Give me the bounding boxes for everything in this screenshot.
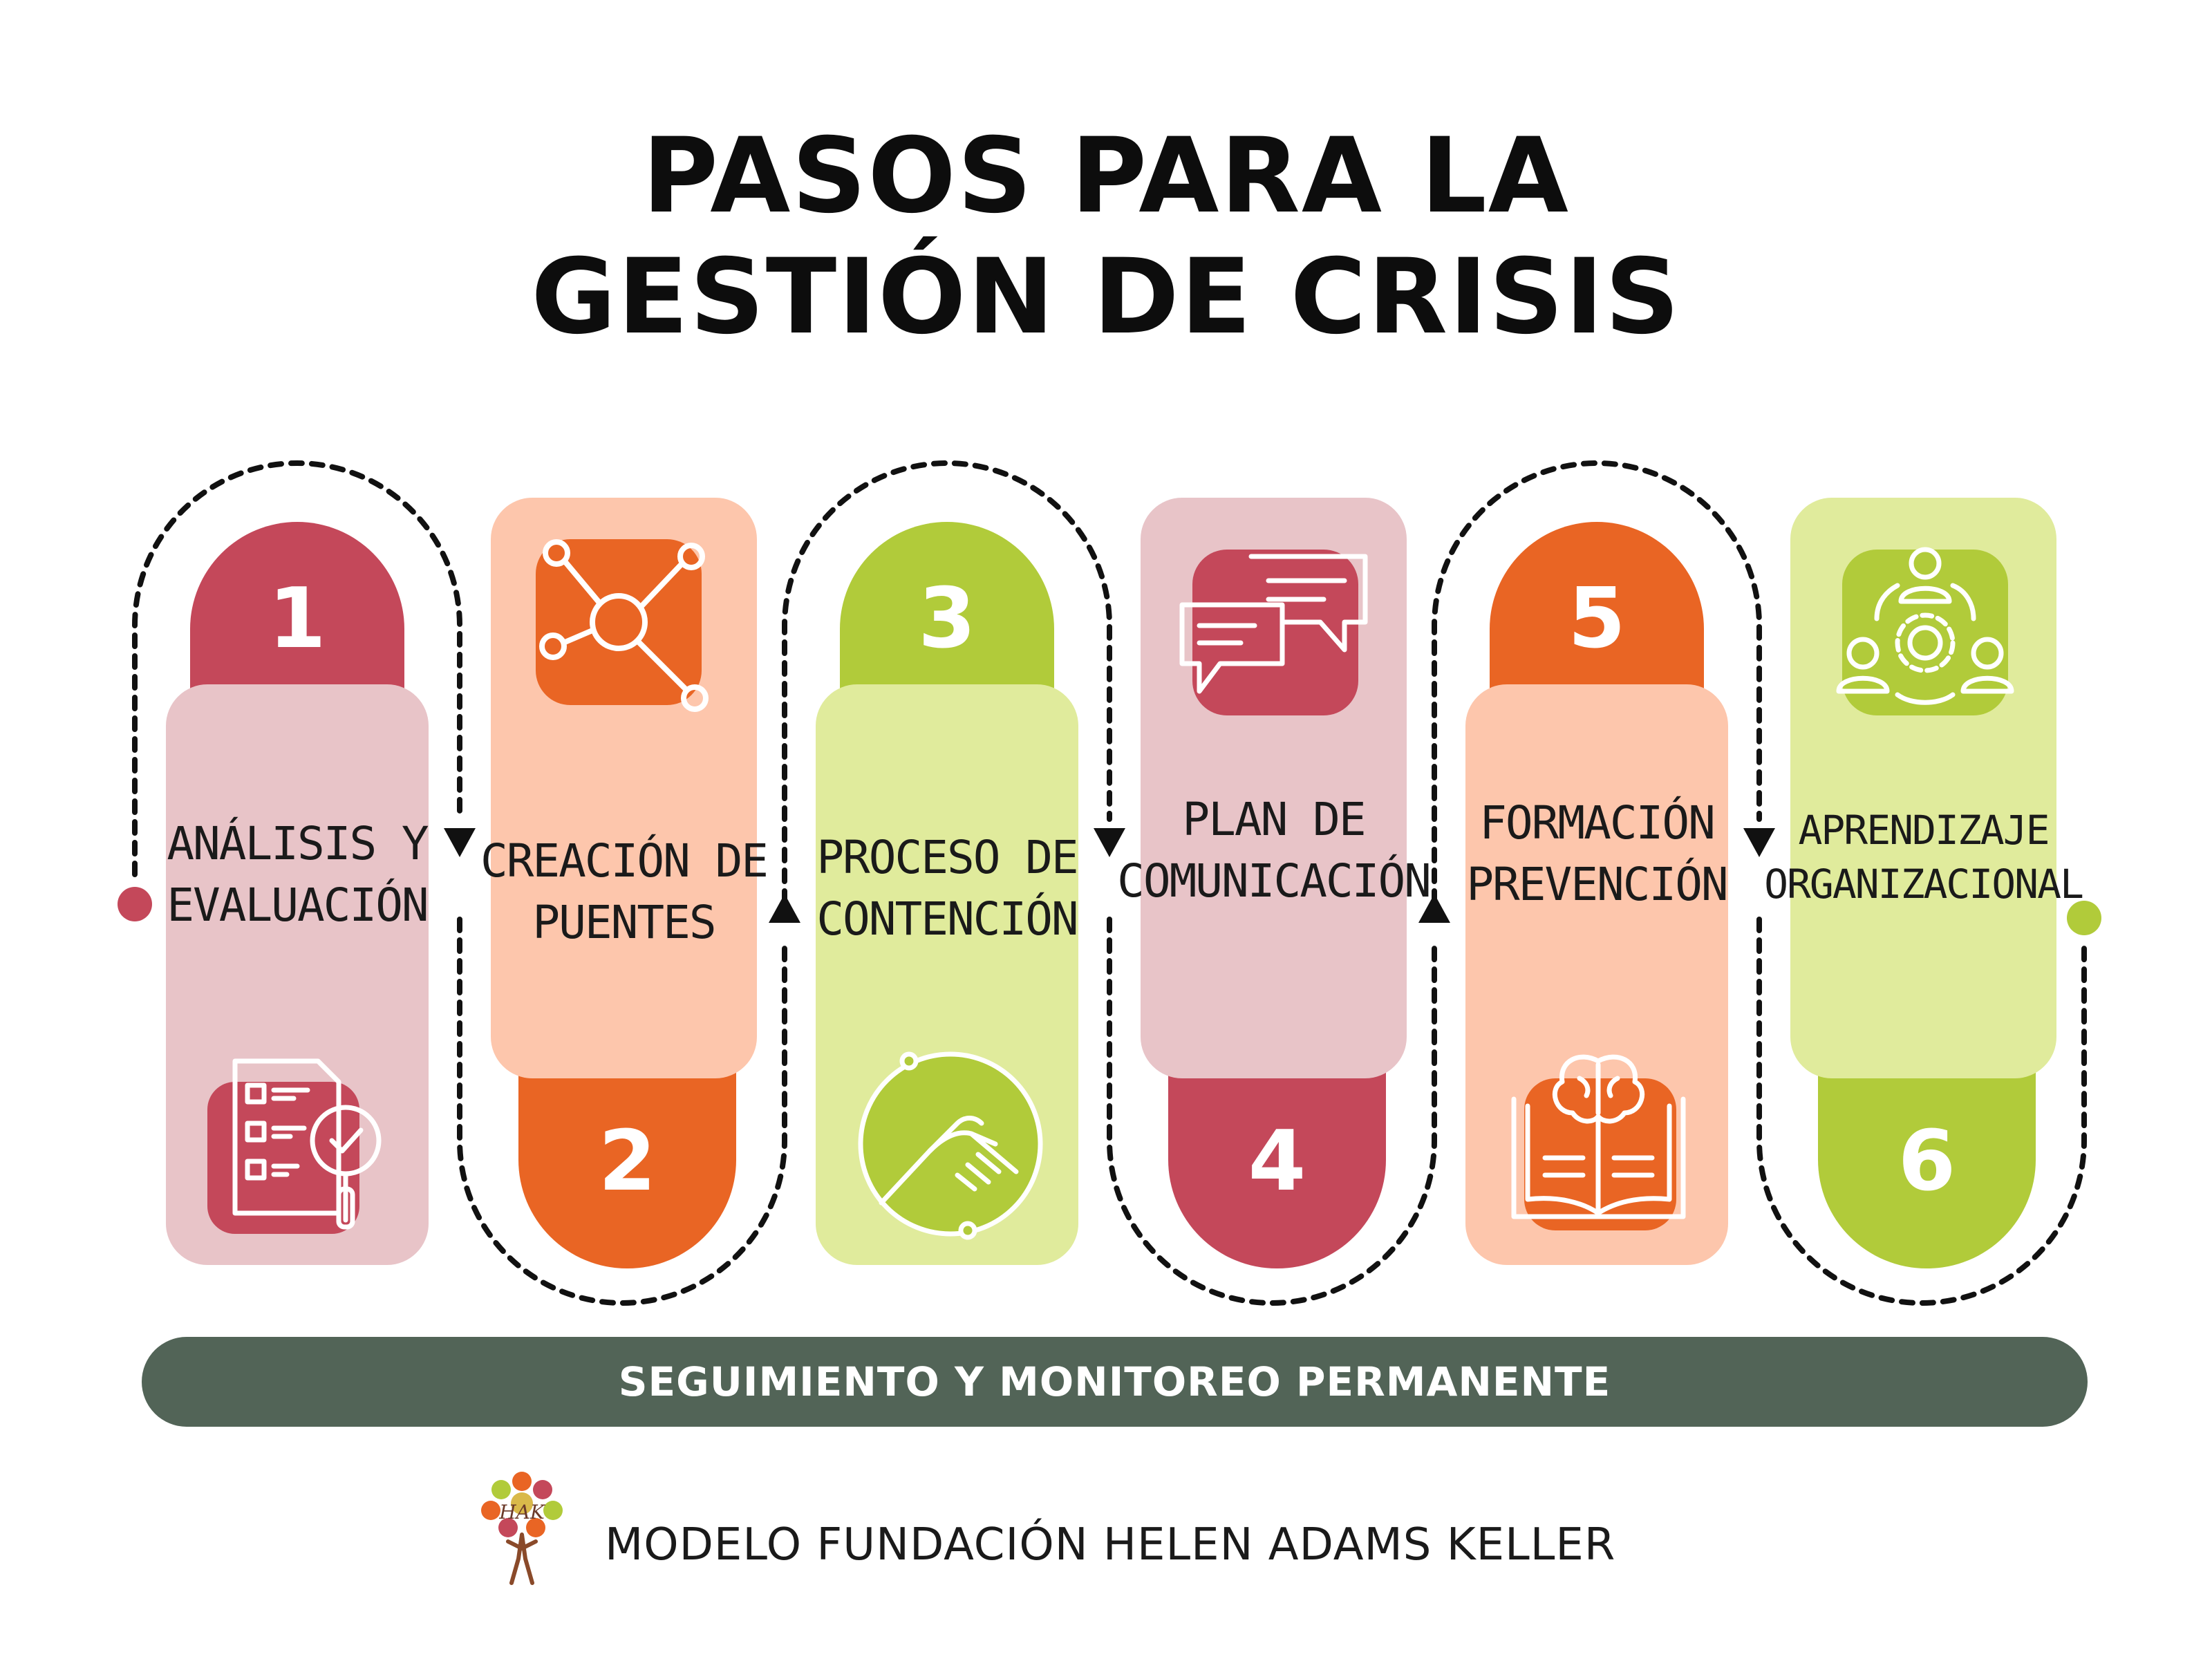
arrow-up-4 (1418, 894, 1450, 923)
step-5-label-line-1: FORMACIÓN (1479, 796, 1716, 850)
arrow-down-1 (444, 828, 476, 857)
arrow-down-5 (1743, 828, 1775, 857)
flow-arc-2-3 (457, 917, 787, 1306)
step-3-label: PROCESO DE CONTENCIÓN (816, 816, 1078, 961)
network-nodes-icon (529, 532, 722, 726)
step-6-label: APRENDIZAJE ORGANIZACIONAL (1764, 785, 2084, 930)
page-title-line-2: GESTIÓN DE CRISIS (531, 237, 1681, 357)
team-gear-icon (1835, 536, 2015, 722)
page-title-line-1: PASOS PARA LA (642, 116, 1570, 236)
step-2-label: CREACIÓN DE PUENTES (480, 819, 769, 964)
footer-text: MODELO FUNDACIÓN HELEN ADAMS KELLER (605, 1519, 1616, 1571)
step-1-number: 1 (268, 570, 326, 667)
step-5-number: 5 (1568, 570, 1626, 667)
end-dot (2067, 901, 2101, 935)
step-4-label: PLAN DE COMUNICACIÓN (1117, 778, 1432, 923)
hak-tree-logo: HAK (477, 1469, 567, 1586)
flow-arc-4-5 (1107, 917, 1437, 1306)
step-4-label-line-1: PLAN DE (1182, 792, 1366, 846)
step-2-number: 2 (598, 1113, 657, 1210)
flow-arc-3-4 (782, 460, 1112, 905)
step-1-label-line-1: ANÁLISIS Y (167, 816, 429, 870)
step-1-label: ANÁLISIS Y EVALUACIÓN (166, 802, 429, 947)
step-3-label-line-1: PROCESO DE (816, 830, 1078, 884)
arrow-up-2 (769, 894, 800, 923)
step-6-number: 6 (1897, 1113, 1956, 1210)
step-6-label-line-1: APRENDIZAJE (1798, 806, 2050, 854)
logo-text: HAK (498, 1501, 546, 1524)
step-5-label: FORMACIÓN PREVENCIÓN (1465, 781, 1728, 926)
step-6-label-line-2: ORGANIZACIONAL (1764, 861, 2084, 908)
step-2-label-line-1: CREACIÓN DE (480, 834, 769, 888)
step-3-number: 3 (918, 570, 976, 667)
arrow-down-3 (1094, 828, 1125, 857)
flow-arc-6-end (1756, 917, 2087, 1306)
flow-arc-1-2 (132, 460, 462, 877)
brain-book-icon (1503, 1044, 1694, 1237)
monitoring-bar: SEGUIMIENTO Y MONITOREO PERMANENTE (142, 1337, 2088, 1427)
step-5-label-line-2: PREVENCIÓN (1466, 858, 1728, 911)
step-1-label-line-2: EVALUACIÓN (167, 879, 429, 932)
chat-bubbles-icon (1179, 536, 1372, 722)
step-3-label-line-2: CONTENCIÓN (816, 892, 1078, 946)
flow-arc-5-6 (1432, 460, 1762, 905)
step-4-number: 4 (1248, 1113, 1306, 1210)
start-dot (118, 887, 152, 921)
step-2-label-line-2: PUENTES (532, 896, 716, 949)
checklist-magnifier-icon (207, 1047, 397, 1234)
helping-hands-icon (854, 1047, 1047, 1241)
step-4-label-line-2: COMUNICACIÓN (1117, 854, 1432, 908)
